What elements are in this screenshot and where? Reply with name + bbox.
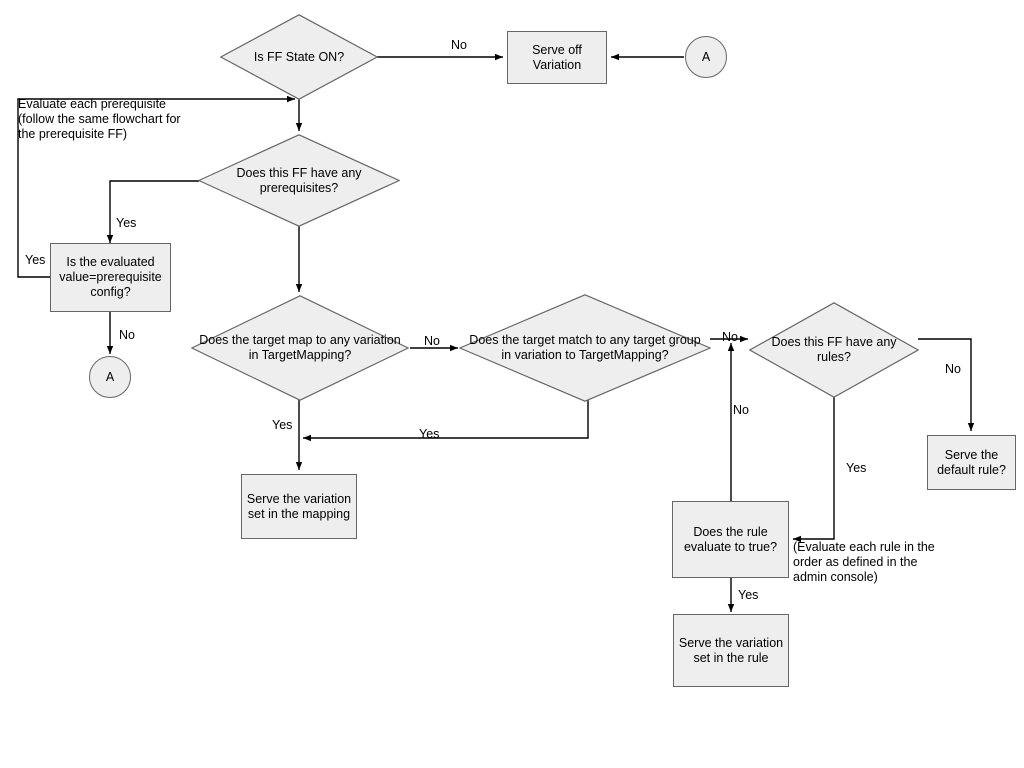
diamond-shape	[191, 295, 409, 401]
edge-prereq-yes	[106, 180, 199, 243]
node-label: Does the target match to any target grou…	[469, 333, 701, 362]
node-serve-default-rule[interactable]: Serve the default rule?	[927, 435, 1016, 490]
note-prerequisite: Evaluate each prerequisite (follow the s…	[18, 97, 181, 141]
node-label: Serve the variation set in the mapping	[246, 491, 352, 521]
node-label: Is FF State ON?	[253, 49, 345, 64]
edge-label-prereq-yes: Yes	[116, 216, 137, 230]
edge-label-ffstate-no: No	[451, 38, 467, 52]
edge-rules-yes	[793, 397, 835, 543]
node-label: Serve the default rule?	[937, 447, 1006, 477]
edge-label-rule-eval-yes: Yes	[738, 588, 759, 602]
node-target-match-group[interactable]: Does the target match to any target grou…	[459, 294, 711, 402]
edge-label-targetmap-yes: Yes	[272, 418, 293, 432]
node-serve-rule-variation[interactable]: Serve the variation set in the rule	[673, 614, 789, 687]
edge-label-targetmap-no: No	[424, 334, 440, 348]
node-label: Does the target map to any variation in …	[199, 333, 401, 362]
edge-label-targetgroup-no: No	[722, 330, 738, 344]
edge-label-rules-yes: Yes	[846, 461, 867, 475]
edge-rules-no	[918, 338, 975, 431]
diamond-shape	[459, 294, 711, 402]
node-has-prerequisites[interactable]: Does this FF have any prerequisites?	[198, 134, 400, 227]
diamond-shape	[220, 14, 378, 100]
node-label: Does this FF have any prerequisites?	[236, 165, 362, 195]
node-connector-a-bottom[interactable]: A	[89, 356, 131, 398]
node-evaluated-value-matches[interactable]: Is the evaluated value=prerequisite conf…	[50, 243, 171, 312]
node-target-map-variation[interactable]: Does the target map to any variation in …	[191, 295, 409, 401]
node-label: Is the evaluated value=prerequisite conf…	[59, 255, 162, 299]
edge-label-rule-eval-no: No	[733, 403, 749, 417]
edge-label-targetgroup-yes: Yes	[419, 427, 440, 441]
node-serve-mapping-variation[interactable]: Serve the variation set in the mapping	[241, 474, 357, 539]
node-is-ff-state-on[interactable]: Is FF State ON?	[220, 14, 378, 100]
note-rule-order: (Evaluate each rule in the order as defi…	[793, 540, 935, 584]
edge-label-rules-no: No	[945, 362, 961, 376]
diamond-shape	[198, 134, 400, 227]
node-connector-a-top[interactable]: A	[685, 36, 727, 78]
node-rule-evaluates-true[interactable]: Does the rule evaluate to true?	[672, 501, 789, 578]
node-serve-off-variation[interactable]: Serve off Variation	[507, 31, 607, 84]
diamond-shape	[749, 302, 919, 398]
node-label: Does the rule evaluate to true?	[683, 524, 778, 554]
node-label: A	[105, 369, 115, 384]
edge-label-prereq-eval-no: No	[119, 328, 135, 342]
node-label: Serve the variation set in the rule	[678, 635, 784, 665]
node-label: Serve off Variation	[532, 42, 582, 72]
node-has-rules[interactable]: Does this FF have any rules?	[749, 302, 919, 398]
node-label: Does this FF have any rules?	[771, 335, 897, 364]
edge-targetgroup-yes	[303, 400, 589, 442]
edge-label-prereq-eval-yes: Yes	[25, 253, 46, 267]
node-label: A	[701, 49, 711, 64]
